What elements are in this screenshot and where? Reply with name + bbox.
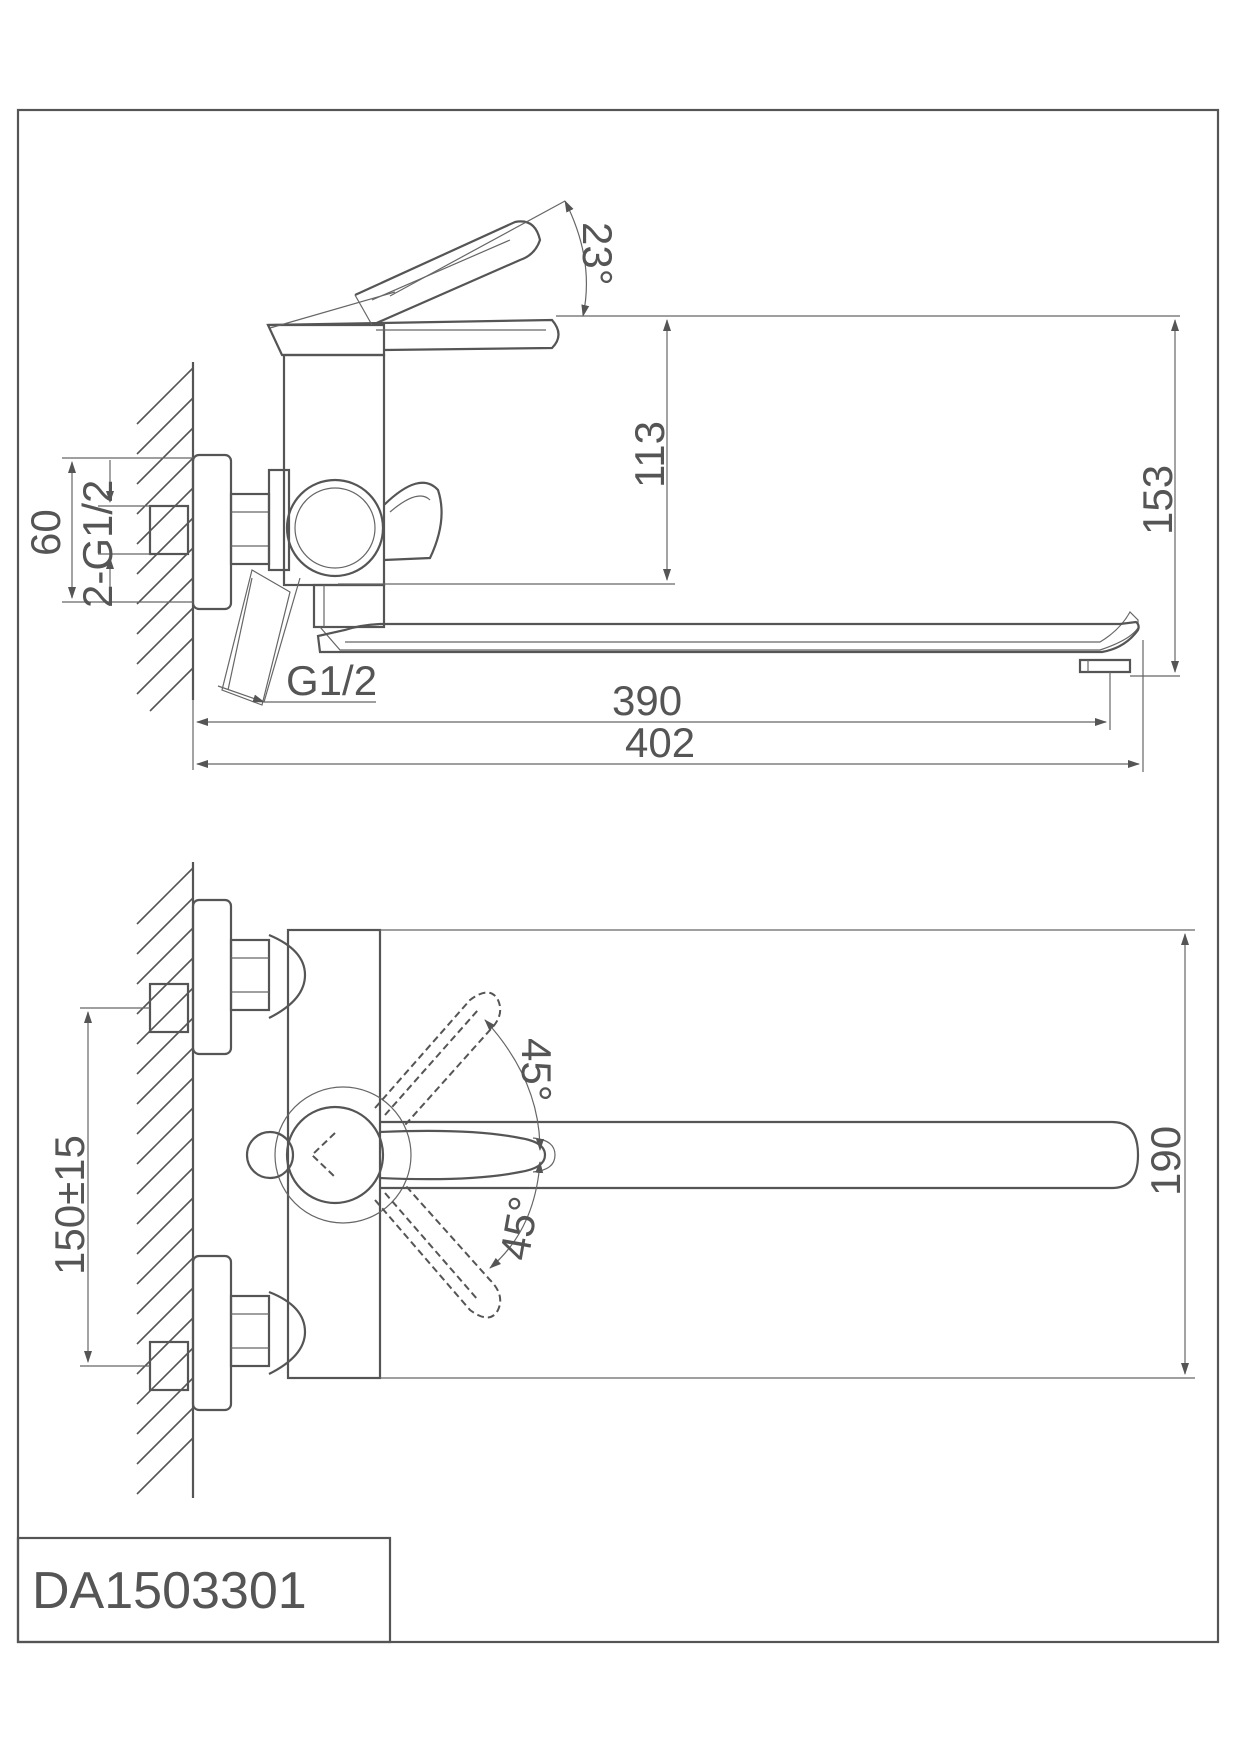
front-view: 45° 45° 150±15 190 [46, 862, 1195, 1498]
faucet-body-front [245, 928, 412, 1380]
dim-body-height-label: 190 [1142, 1126, 1189, 1196]
dim-outlet-thread: G1/2 [217, 577, 377, 704]
wall-hatch-front [136, 862, 195, 1498]
dim-spout-reach-label: 390 [612, 677, 682, 724]
lever-handle-side [266, 291, 560, 357]
model-code: DA1503301 [32, 1562, 307, 1620]
dim-center-distance-label: 150±15 [46, 1135, 93, 1275]
dim-handle-angle-label: 23° [574, 222, 621, 286]
dim-center-distance: 150±15 [46, 1007, 150, 1367]
dim-body-height: 190 [380, 929, 1195, 1379]
title-block: DA1503301 [16, 1536, 392, 1644]
spout-side [316, 611, 1140, 674]
dim-inlet-thread-label: 2-G1/2 [74, 480, 121, 608]
faucet-body-side [221, 353, 443, 706]
dim-total-height-label: 153 [1134, 465, 1181, 535]
dim-lever-angles: 45° 45° [484, 1019, 560, 1269]
dim-lever-angle-up-label: 45° [513, 1038, 560, 1102]
dim-lever-height-label: 113 [626, 421, 673, 488]
dim-inlet-spacing-label: 60 [22, 509, 69, 556]
dim-outlet-thread-label: G1/2 [286, 657, 377, 704]
dim-spout-reach: 390 [192, 672, 1111, 770]
wall-hatch-side [136, 362, 195, 712]
drawing-border [16, 108, 1220, 1644]
dim-lever-angle-down-label: 45° [491, 1193, 548, 1264]
side-view: 23° 113 153 60 2-G1/2 [22, 200, 1181, 772]
dim-total-length: 402 [196, 640, 1144, 772]
lever-handle-raised-side [354, 220, 542, 327]
dim-total-height: 153 [1130, 319, 1181, 677]
inlet-connector-side [148, 453, 291, 611]
lever-position-up [374, 991, 502, 1126]
spout-front [379, 1120, 1140, 1190]
dim-total-length-label: 402 [625, 719, 695, 766]
dim-handle-angle: 23° [389, 200, 621, 317]
dim-lever-height: 113 [338, 315, 1180, 585]
lower-inlet-front [148, 1254, 307, 1412]
dim-inlet-spacing: 60 2-G1/2 [22, 457, 193, 608]
lever-position-down [374, 1184, 502, 1319]
